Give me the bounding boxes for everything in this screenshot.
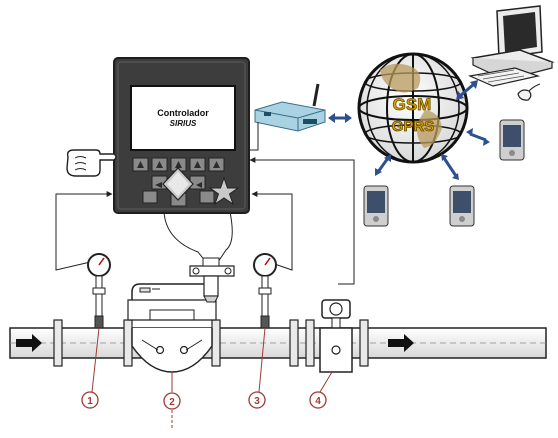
globe-label-gsm: GSM bbox=[393, 95, 432, 114]
globe-label-gprs: GPRS bbox=[392, 118, 435, 135]
controller-button-row bbox=[132, 157, 225, 172]
svg-text:4: 4 bbox=[315, 396, 321, 407]
svg-text:1: 1 bbox=[87, 396, 93, 407]
svg-text:2: 2 bbox=[169, 397, 175, 408]
callout-4: 4 bbox=[309, 391, 327, 409]
modem-antenna bbox=[312, 83, 320, 107]
controller-screen bbox=[130, 85, 236, 151]
flowmeter bbox=[319, 299, 353, 373]
controller-title: Controlador bbox=[157, 108, 209, 118]
mouse-icon bbox=[517, 89, 532, 101]
pipeline bbox=[9, 327, 547, 359]
callout-leaders bbox=[91, 327, 333, 430]
globe-link-arrows bbox=[375, 80, 490, 180]
callout-1: 1 bbox=[81, 391, 99, 409]
controller-dpad[interactable] bbox=[142, 167, 215, 207]
pda-icon bbox=[363, 185, 389, 227]
flow-in-arrow bbox=[16, 334, 42, 352]
svg-text:3: 3 bbox=[254, 396, 260, 407]
star-key-icon[interactable] bbox=[208, 176, 240, 206]
pda-icon bbox=[499, 119, 525, 161]
pressure-gauge-downstream bbox=[253, 253, 277, 329]
control-valve bbox=[127, 257, 235, 373]
pointing-hand-icon bbox=[66, 149, 117, 177]
callout-2: 2 bbox=[163, 392, 181, 410]
controller-model: SIRIUS bbox=[170, 119, 197, 128]
callout-3: 3 bbox=[248, 391, 266, 409]
gprs-modem bbox=[254, 83, 326, 132]
gsm-gprs-globe: GSM GPRS bbox=[357, 52, 469, 164]
pda-icon bbox=[449, 185, 475, 227]
flow-out-arrow bbox=[388, 334, 414, 352]
computer-icon bbox=[467, 5, 555, 101]
signal-wiring bbox=[55, 122, 355, 285]
controller-unit: Controlador SIRIUS bbox=[113, 57, 250, 214]
pipe-flanges bbox=[53, 319, 369, 367]
pressure-gauge-upstream bbox=[87, 253, 111, 329]
